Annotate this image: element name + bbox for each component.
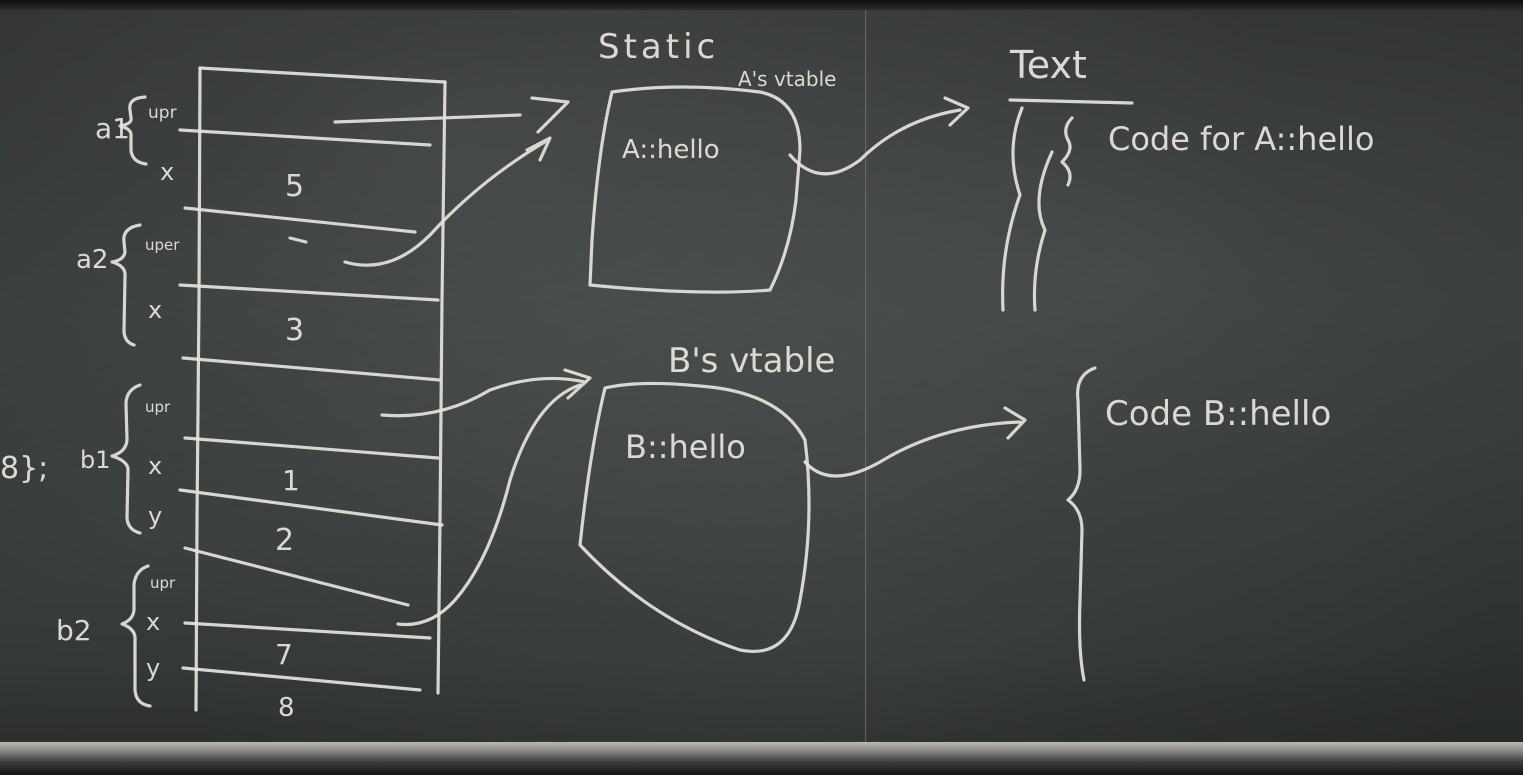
- code-a-brace: [1060, 116, 1074, 187]
- a1-brace: [118, 95, 148, 166]
- a-vtable-entry: A::hello: [622, 135, 720, 165]
- b2-x-field: x: [146, 608, 160, 636]
- b1-brace: [110, 383, 142, 535]
- code-a-label: Code for A::hello: [1108, 120, 1374, 158]
- memory-row-line: [178, 128, 432, 147]
- b-hello-code-arrow: [803, 406, 1027, 478]
- b1-y-value: 2: [275, 523, 294, 558]
- b2-vptr-arrow: [396, 383, 582, 627]
- memory-row-line: [198, 66, 447, 84]
- a2-vptr-dot: [288, 236, 308, 244]
- left-edge-text: 8};: [0, 451, 48, 486]
- b2-x-value: 7: [275, 638, 293, 671]
- b1-x-value: 1: [282, 464, 300, 497]
- text-section-left-rail: [1001, 106, 1024, 312]
- memory-row-line: [178, 488, 444, 527]
- b-vtable-label: B's vtable: [668, 341, 835, 381]
- b2-brace: [120, 564, 152, 708]
- b-vtable-entry: B::hello: [625, 428, 746, 466]
- memory-row-line: [183, 621, 432, 640]
- text-section-header-line: [1008, 98, 1134, 105]
- memory-row-line: [183, 436, 440, 460]
- b1-label: b1: [80, 446, 111, 474]
- text-section-inner-rail: [1032, 150, 1054, 312]
- b2-y-value: 8: [278, 693, 295, 723]
- board-top-frame: [0, 0, 1523, 10]
- text-section-title: Text: [1009, 43, 1087, 87]
- a1-label: a1: [95, 112, 130, 145]
- a1-x-field: x: [160, 158, 174, 186]
- b1-vptr-arrow: [380, 368, 592, 418]
- memory-row-line: [181, 356, 442, 382]
- a2-brace: [110, 223, 142, 347]
- b2-upr-field: upr: [150, 574, 176, 592]
- b1-x-field: x: [148, 452, 162, 480]
- static-section-title: Static: [598, 27, 719, 67]
- a2-x-field: x: [148, 296, 162, 324]
- memory-row-line: [178, 283, 440, 302]
- b1-y-field: y: [148, 502, 162, 530]
- code-b-label: Code B::hello: [1105, 394, 1331, 434]
- memory-table: [178, 66, 447, 712]
- b2-y-field: y: [146, 654, 160, 682]
- a2-vptr-arrow: [343, 136, 552, 267]
- b-vtable-box: [578, 381, 811, 653]
- a1-upr-field: upr: [148, 103, 177, 123]
- a2-x-value: 3: [285, 313, 304, 348]
- memory-row-line: [183, 206, 417, 234]
- memory-table-left-edge: [194, 66, 202, 712]
- a1-x-value: 5: [285, 169, 304, 204]
- chalk-tray: [0, 742, 1523, 775]
- a-vtable-box: [588, 85, 802, 294]
- b1-upr-field: upr: [145, 398, 171, 416]
- a1-vptr-arrow: [333, 96, 570, 134]
- a2-label: a2: [76, 245, 108, 275]
- code-b-brace: [1066, 366, 1097, 682]
- a-vtable-label: A's vtable: [738, 67, 836, 91]
- a2-upr-field: uper: [145, 236, 180, 254]
- a-hello-code-arrow: [788, 96, 970, 176]
- memory-table-right-edge: [436, 80, 447, 695]
- memory-row-line: [181, 666, 422, 692]
- memory-row-line: [183, 546, 410, 607]
- b2-label: b2: [56, 614, 92, 647]
- board-panel-seam: [864, 10, 867, 742]
